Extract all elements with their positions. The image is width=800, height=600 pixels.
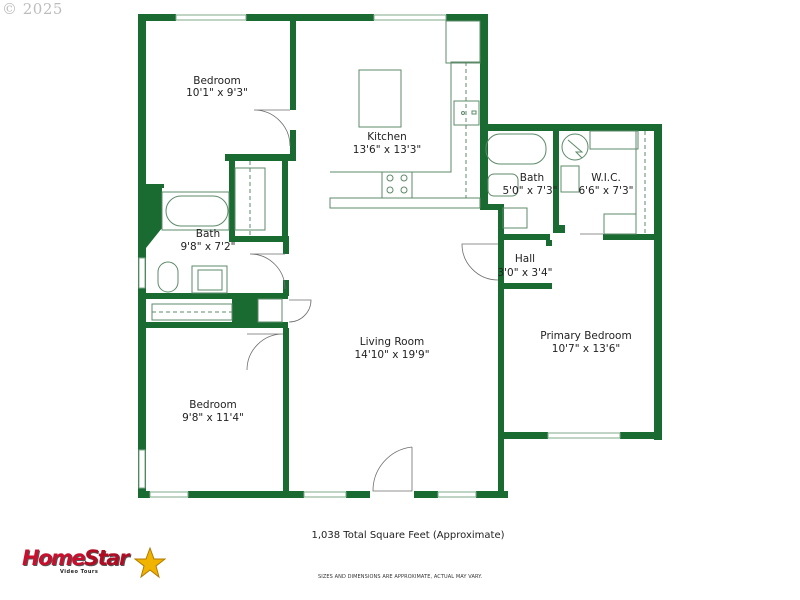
walls	[138, 14, 662, 498]
room-name-hall-bath: Bath	[196, 228, 220, 240]
logo-wordmark: HomeStar	[22, 546, 129, 570]
doors	[246, 109, 603, 492]
room-dims-kitchen: 13'6" x 13'3"	[353, 144, 421, 156]
room-dims-living-room: 14'10" x 19'9"	[354, 349, 429, 361]
logo-tagline: Video Tours	[60, 569, 99, 575]
room-name-wic: W.I.C.	[591, 172, 621, 184]
room-name-bedroom-3: Bedroom	[189, 399, 237, 411]
windows	[138, 14, 621, 498]
total-square-feet: 1,038 Total Square Feet (Approximate)	[0, 530, 800, 541]
room-labels: Bedroom 10'1" x 9'3" Kitchen 13'6" x 13'…	[180, 75, 633, 424]
room-dims-bedroom-2: 10'1" x 9'3"	[186, 87, 248, 99]
total-square-feet-text: 1,038 Total Square Feet (Approximate)	[311, 530, 505, 541]
dimensions-disclaimer: SIZES AND DIMENSIONS ARE APPROXIMATE, AC…	[318, 574, 483, 580]
logo-star-text: Star	[84, 546, 129, 570]
room-dims-bedroom-3: 9'8" x 11'4"	[182, 412, 244, 424]
logo-home-text: Home	[22, 546, 86, 570]
room-dims-primary-bedroom: 10'7" x 13'6"	[552, 343, 620, 355]
room-name-primary-bedroom: Primary Bedroom	[540, 330, 631, 342]
homestar-logo: HomeStar Video Tours	[22, 546, 172, 586]
room-name-bedroom-2: Bedroom	[193, 75, 241, 87]
room-dims-wic: 6'6" x 7'3"	[578, 185, 633, 197]
room-name-living-room: Living Room	[360, 336, 424, 348]
room-dims-hall: 3'0" x 3'4"	[497, 267, 552, 279]
copyright-notice: © 2025	[2, 0, 63, 18]
room-dims-primary-bath: 5'0" x 7'3"	[502, 185, 557, 197]
room-dims-hall-bath: 9'8" x 7'2"	[180, 241, 235, 253]
room-name-primary-bath: Bath	[520, 172, 544, 184]
fixtures	[151, 20, 646, 323]
star-icon	[134, 547, 166, 579]
room-name-hall: Hall	[515, 253, 535, 265]
room-name-kitchen: Kitchen	[367, 131, 406, 143]
